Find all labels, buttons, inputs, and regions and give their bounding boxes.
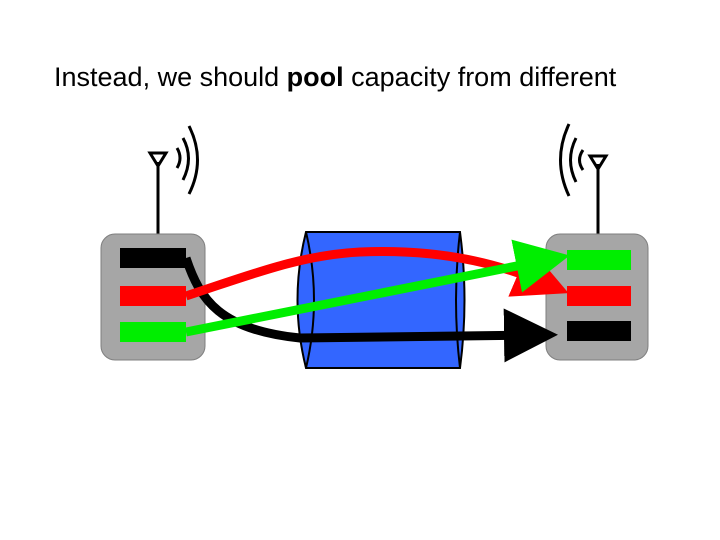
title-emphasis: pool xyxy=(286,62,344,92)
right-black-slot xyxy=(567,321,631,341)
right-radio-waves-icon xyxy=(559,123,585,197)
right-antenna-icon xyxy=(587,154,609,236)
right-device xyxy=(545,233,649,361)
left-device xyxy=(100,233,206,361)
left-red-slot xyxy=(120,286,186,306)
left-green-slot xyxy=(120,322,186,342)
right-red-slot xyxy=(567,286,631,306)
slide-title: Instead, we should pool capacity from di… xyxy=(54,62,616,93)
title-text-after: capacity from different xyxy=(343,62,617,92)
left-antenna-icon xyxy=(147,151,169,236)
left-radio-waves-icon xyxy=(175,125,199,195)
left-black-slot xyxy=(120,248,186,268)
right-green-slot xyxy=(567,250,631,270)
black-flow-arrow xyxy=(181,256,558,363)
green-flow-arrow xyxy=(185,239,570,337)
title-text-before: Instead, we should xyxy=(54,62,287,92)
